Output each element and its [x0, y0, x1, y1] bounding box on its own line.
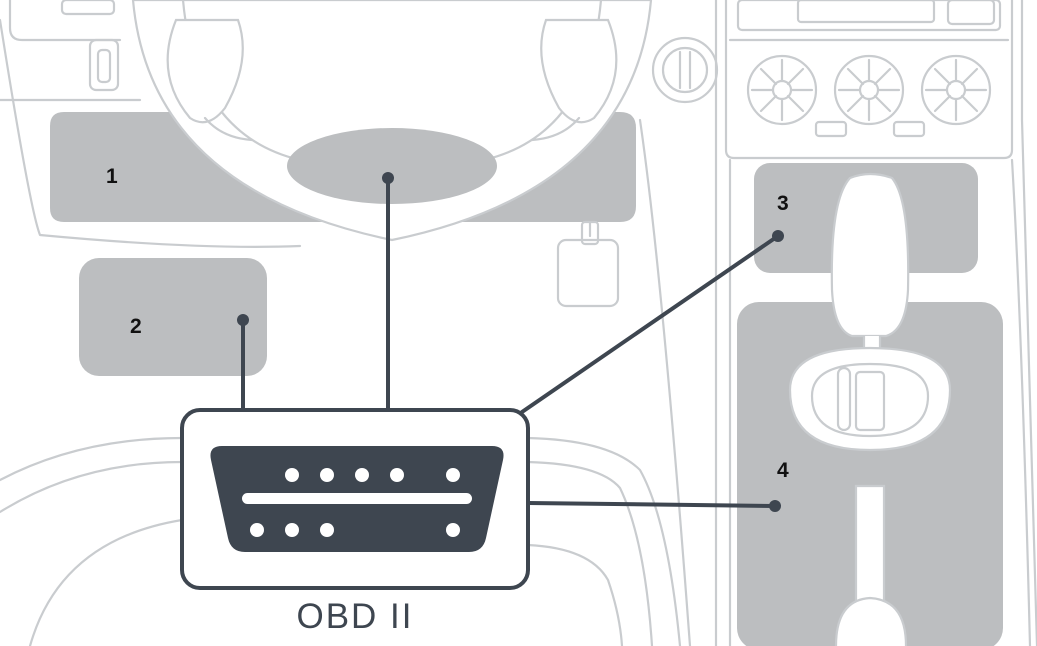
zone-label-2: 2	[130, 315, 142, 338]
callout-lines	[237, 172, 784, 512]
obd-caption: OBD II	[296, 597, 413, 636]
connector-line-zone-4	[526, 501, 777, 508]
obd-connector	[180, 408, 530, 590]
steering-wheel	[131, 0, 653, 242]
obd-pins	[250, 468, 460, 537]
obd-port-bar	[242, 493, 472, 504]
air-vent-icon	[746, 54, 818, 126]
seat-outline	[0, 436, 682, 646]
zone-label-1: 1	[106, 165, 118, 188]
callout-dot-zone-2	[237, 314, 249, 326]
left-dashboard-outline	[0, 0, 692, 646]
zone-label-3: 3	[777, 192, 789, 215]
callout-dot-steering	[382, 172, 394, 184]
steering-hub	[287, 128, 497, 204]
callout-dot-zone-3	[772, 230, 784, 242]
gear-shifter	[788, 172, 952, 646]
zone-label-4: 4	[777, 459, 789, 482]
center-console-outline	[651, 0, 1037, 646]
zone-2-lower-left-panel	[79, 258, 267, 376]
connector-line-zone-3	[520, 234, 780, 414]
air-vent-icon	[920, 54, 992, 126]
callout-dot-zone-4	[769, 500, 781, 512]
knob-icon	[651, 36, 719, 104]
air-vent-icon	[833, 54, 905, 126]
